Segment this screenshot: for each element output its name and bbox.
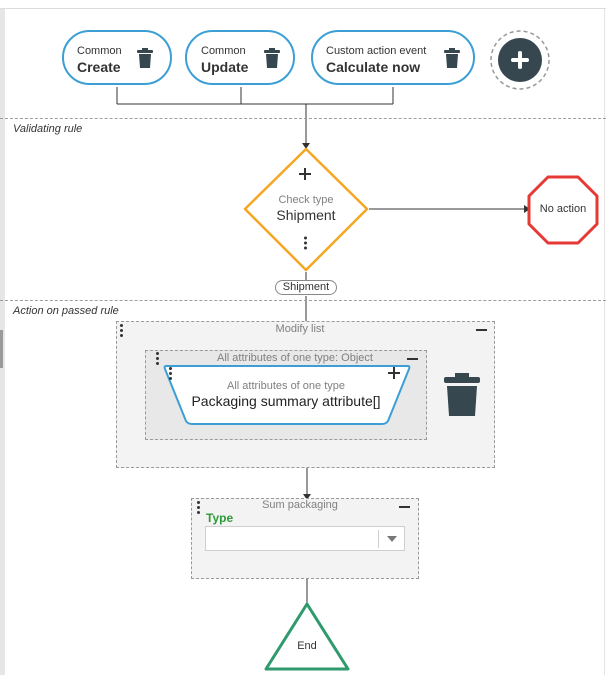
kebab-icon[interactable] <box>120 324 123 339</box>
attribute-card-value: Packaging summary attribute[] <box>191 393 381 409</box>
left-panel-handle[interactable] <box>0 330 3 368</box>
attributes-box-title: All attributes of one type: Object <box>217 352 373 364</box>
type-select[interactable] <box>205 526 405 551</box>
section-divider <box>0 118 606 119</box>
no-action-stop[interactable] <box>527 175 599 245</box>
section-label-action: Action on passed rule <box>13 305 119 317</box>
trash-icon[interactable] <box>443 373 481 417</box>
trash-icon[interactable] <box>443 48 461 69</box>
trigger-category: Common <box>77 45 122 57</box>
decision-diamond[interactable] <box>242 147 370 273</box>
type-field-label: Type <box>206 511 234 525</box>
end-node[interactable] <box>262 601 352 673</box>
trigger-name: Update <box>201 59 249 75</box>
right-border <box>604 9 605 675</box>
plus-icon[interactable] <box>388 367 400 379</box>
select-divider <box>378 530 379 548</box>
trigger-calculate-now[interactable]: Custom action event Calculate now <box>311 30 475 85</box>
section-label-validating: Validating rule <box>13 123 83 135</box>
branch-label: Shipment <box>275 280 337 295</box>
decision-value: Shipment <box>276 207 336 223</box>
trigger-update[interactable]: Common Update <box>185 30 295 85</box>
kebab-icon[interactable] <box>197 501 200 516</box>
attribute-card[interactable] <box>162 363 412 427</box>
trigger-category: Common <box>201 45 246 57</box>
trash-icon[interactable] <box>136 48 154 69</box>
attribute-card-label: All attributes of one type <box>226 380 345 392</box>
trash-icon[interactable] <box>263 48 281 69</box>
kebab-icon[interactable] <box>156 352 159 367</box>
trigger-category: Custom action event <box>326 45 427 57</box>
end-label: End <box>297 640 317 652</box>
trigger-name: Create <box>77 59 121 75</box>
dropdown-arrow-icon[interactable] <box>387 536 397 542</box>
minus-icon[interactable] <box>407 358 418 360</box>
section-divider <box>0 300 606 301</box>
trigger-create[interactable]: Common Create <box>62 30 172 85</box>
trigger-name: Calculate now <box>326 59 421 75</box>
minus-icon[interactable] <box>399 506 410 508</box>
add-trigger-button[interactable] <box>489 29 551 91</box>
kebab-icon[interactable] <box>169 367 172 382</box>
decision-label: Check type <box>278 194 334 206</box>
no-action-label: No action <box>539 203 587 215</box>
minus-icon[interactable] <box>476 329 487 331</box>
modify-list-title: Modify list <box>275 323 325 335</box>
sum-packaging-title: Sum packaging <box>262 499 338 511</box>
top-border <box>0 8 606 9</box>
